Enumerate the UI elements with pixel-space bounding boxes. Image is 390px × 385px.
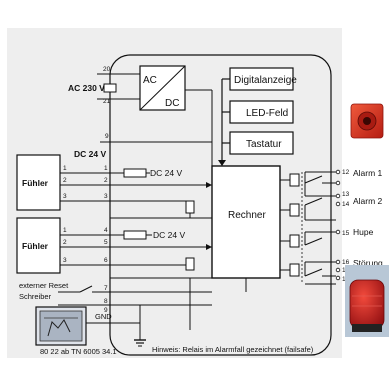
terminal-6: 6 [104, 257, 108, 264]
sensor-2-label: Fühler [22, 241, 49, 251]
converter-dc-label: DC [165, 98, 179, 109]
cpu-box [211, 165, 281, 279]
terminal-2: 2 [104, 177, 108, 184]
sensor-2-box [16, 217, 61, 274]
led-panel-label: LED-Feld [246, 108, 288, 119]
sensor-1-resistor [123, 168, 147, 178]
terminal-7: 7 [104, 285, 108, 292]
relay-outputs [280, 169, 341, 285]
horn-label: Hupe [353, 227, 374, 237]
terminal-16: 16 [342, 259, 350, 266]
fault-label: Störung [353, 258, 383, 268]
sensor-2-term-3: 3 [63, 257, 67, 264]
external-reset-label: externer Reset [19, 281, 69, 290]
sensor-1-supply-label: DC 24 V [150, 168, 182, 178]
sensor-1-label: Fühler [22, 178, 49, 188]
sensor-2-term-2: 2 [63, 239, 67, 246]
terminal-4: 4 [104, 227, 108, 234]
siren-sounder-icon [346, 100, 386, 142]
device-housing [109, 54, 332, 356]
fuse-symbol [103, 83, 117, 93]
sensor-1-term-3: 3 [63, 193, 67, 200]
sensor-2-supply-label: DC 24 V [153, 230, 185, 240]
alarm-1-label: Alarm 1 [353, 168, 383, 178]
relay-coil-3 [289, 234, 300, 248]
terminal-3: 3 [104, 193, 108, 200]
terminal-8: 8 [104, 298, 108, 305]
terminal-9: 9 [105, 133, 109, 140]
keyboard-label: Tastatur [246, 139, 282, 150]
sensor-2-resistor [123, 230, 147, 240]
terminal-20: 20 [103, 66, 111, 73]
sensor-2-term-1: 1 [63, 227, 67, 234]
terminal-21: 21 [103, 98, 111, 105]
key-switch-label: Schreiber [19, 292, 52, 301]
ac-supply-label: AC 230 V [68, 83, 105, 93]
terminal-15: 15 [342, 230, 350, 237]
alarm-2-label: Alarm 2 [353, 196, 383, 206]
terminal-12: 12 [342, 169, 350, 176]
digital-display-label: Digitalanzeige [234, 75, 297, 86]
sensor-1: Fühler 1 2 3 1 2 3 DC 24 V [16, 154, 212, 219]
sensor-1-term-1: 1 [63, 165, 67, 172]
relay-note: Hinweis: Relais im Alarmfall gezeichnet … [152, 345, 314, 354]
key-switch-icon [35, 306, 87, 346]
terminal-14: 14 [342, 201, 350, 208]
sensor-1-box [16, 154, 61, 211]
rotating-beacon-icon [345, 265, 389, 337]
terminal-1: 1 [104, 165, 108, 172]
dc-supply-label: DC 24 V [74, 149, 106, 159]
relay-coil-1 [289, 173, 300, 187]
cpu-label: Rechner [228, 210, 266, 221]
hmi-modules: Digitalanzeige LED-Feld Tastatur [218, 67, 297, 166]
gnd-label: GND [95, 312, 112, 321]
converter-ac-label: AC [143, 75, 157, 86]
power-supply: 20 21 AC 230 V AC DC 9 DC 24 V [68, 65, 213, 172]
device-number: 80 22 ab TN 6005 34.1 [40, 347, 117, 356]
external-inputs: externer Reset Schreiber GND 7 8 9 [19, 278, 247, 347]
sensor-1-term-2: 2 [63, 177, 67, 184]
terminal-9b: 9 [104, 307, 108, 314]
terminal-13: 13 [342, 191, 350, 198]
sensor-2: Fühler 1 2 3 4 5 6 DC 24 V [16, 217, 212, 279]
terminal-5: 5 [104, 239, 108, 246]
relay-coil-2 [289, 203, 300, 217]
relay-coil-4 [289, 263, 300, 277]
